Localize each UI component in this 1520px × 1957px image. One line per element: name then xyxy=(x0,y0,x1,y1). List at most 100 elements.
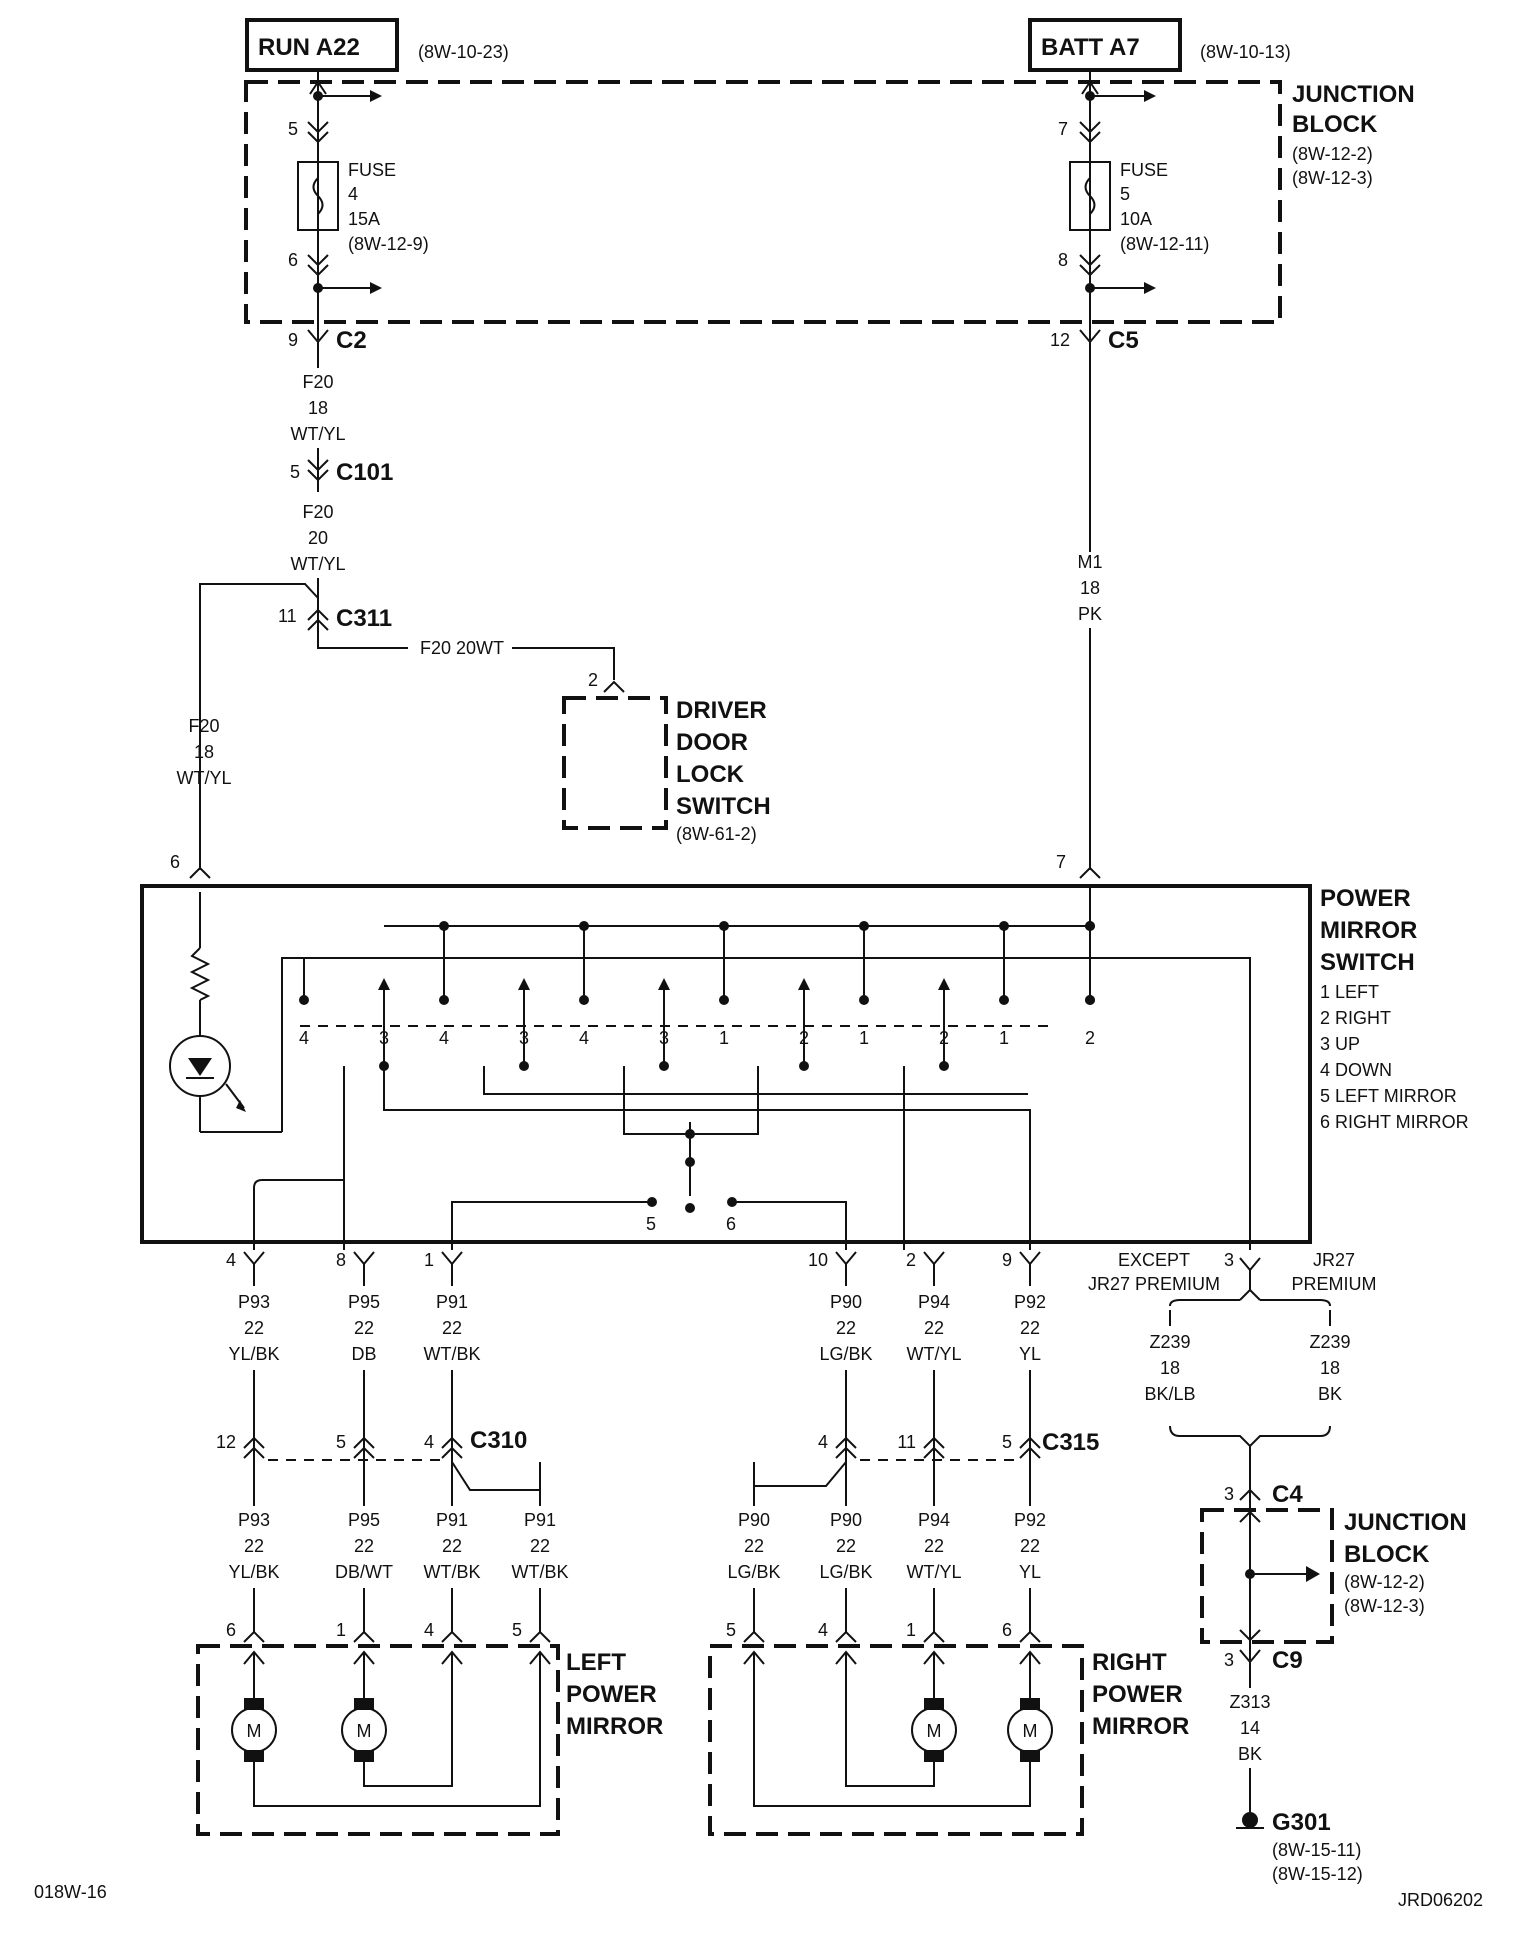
junction-block-top-ref2: (8W-12-3) xyxy=(1292,168,1373,188)
mirror-connector xyxy=(835,1630,857,1643)
selector-label-6: 6 xyxy=(726,1214,736,1234)
batt-a7-ref: (8W-10-13) xyxy=(1200,42,1291,62)
output-pin: 8 xyxy=(336,1250,346,1270)
mirror-wire-label: P95 xyxy=(348,1510,380,1530)
c310-pin-label: 4 xyxy=(424,1432,434,1452)
output-connector xyxy=(353,1251,375,1266)
legend-item: 4 DOWN xyxy=(1320,1060,1392,1080)
door-switch-l3: LOCK xyxy=(676,761,745,788)
left-mirror-l1: LEFT xyxy=(566,1649,626,1676)
output-wire-label: YL/BK xyxy=(228,1344,279,1364)
wire-m1-l3: PK xyxy=(1078,604,1102,624)
motor-label: M xyxy=(247,1721,262,1741)
c9-name: C9 xyxy=(1272,1647,1303,1674)
output-connector xyxy=(243,1251,265,1266)
right-mirror-l1: RIGHT xyxy=(1092,1649,1167,1676)
run-a22-label: RUN A22 xyxy=(258,34,360,61)
output-connector xyxy=(835,1251,857,1266)
contact-label: 4 xyxy=(439,1028,449,1048)
mirror-connector xyxy=(1019,1630,1041,1643)
output-wire-label: 22 xyxy=(836,1318,856,1338)
mirror-connector xyxy=(243,1630,265,1643)
ground-jr2: PREMIUM xyxy=(1292,1274,1377,1294)
contact-label: 2 xyxy=(1085,1028,1095,1048)
output-pin: 1 xyxy=(424,1250,434,1270)
right-mirror-l3: MIRROR xyxy=(1092,1713,1189,1740)
c315-name: C315 xyxy=(1042,1429,1099,1456)
mirror-wire-label: P94 xyxy=(918,1510,950,1530)
wire-f20b-l2: 20 xyxy=(308,528,328,548)
left-mirror-l3: MIRROR xyxy=(566,1713,663,1740)
contact-arrow xyxy=(518,978,530,990)
switch-pin-6: 6 xyxy=(170,852,180,872)
output-pin: 4 xyxy=(226,1250,236,1270)
switch-outputs: 4P9322YL/BK8P9522DB1P9122WT/BK10P9022LG/… xyxy=(226,1066,1046,1498)
ground-except1: EXCEPT xyxy=(1118,1250,1190,1270)
mirror-pin-label: 1 xyxy=(906,1620,916,1640)
driver-door-lock-switch xyxy=(562,696,668,830)
output-connector xyxy=(1019,1251,1041,1266)
mirror-wire-label: P91 xyxy=(524,1510,556,1530)
c101-pin: 5 xyxy=(290,462,300,482)
output-wire-label: 22 xyxy=(244,1318,264,1338)
motor-label: M xyxy=(927,1721,942,1741)
ground-branch-pin: 3 xyxy=(1224,1250,1234,1270)
c5-name: C5 xyxy=(1108,327,1139,354)
output-wire-label: P94 xyxy=(918,1292,950,1312)
junction-block-bottom-title2: BLOCK xyxy=(1344,1541,1430,1568)
c2-name: C2 xyxy=(336,327,367,354)
illumination-lamp xyxy=(169,892,1251,1250)
output-wire-label: YL xyxy=(1019,1344,1041,1364)
output-wire-label: P92 xyxy=(1014,1292,1046,1312)
c4-connector xyxy=(1239,1488,1261,1501)
mirror-wire-label: WT/BK xyxy=(424,1562,481,1582)
mirror-wire-label: P92 xyxy=(1014,1510,1046,1530)
mirror-pin-label: 5 xyxy=(512,1620,522,1640)
fuse-4-l4: (8W-12-9) xyxy=(348,234,429,254)
contact-label: 2 xyxy=(799,1028,809,1048)
output-pin: 9 xyxy=(1002,1250,1012,1270)
wire-z239-right-l1: Z239 xyxy=(1309,1332,1350,1352)
contact-label: 1 xyxy=(719,1028,729,1048)
c101-connector xyxy=(307,459,329,482)
wire-f20a-l2: 18 xyxy=(308,398,328,418)
contact-label: 4 xyxy=(579,1028,589,1048)
mirror-pin-label: 4 xyxy=(818,1620,828,1640)
c310-pin xyxy=(441,1436,463,1459)
wire-z313-l2: 14 xyxy=(1240,1718,1260,1738)
left-mirror-l2: POWER xyxy=(566,1681,657,1708)
right-power-mirror xyxy=(708,1644,1084,1836)
mirror-wire-label: 22 xyxy=(244,1536,264,1556)
contact-label: 1 xyxy=(859,1028,869,1048)
batt-a7-label: BATT A7 xyxy=(1041,34,1140,61)
fuse-5-l1: FUSE xyxy=(1120,160,1168,180)
fuse-5-pin-in: 7 xyxy=(1058,119,1068,139)
wire-z239-left-l1: Z239 xyxy=(1149,1332,1190,1352)
contact-label: 3 xyxy=(659,1028,669,1048)
c311-pin: 11 xyxy=(278,606,297,626)
c310-pin xyxy=(353,1436,375,1459)
wire-f20-door: F20 20WT xyxy=(420,638,504,658)
mirror-connector xyxy=(743,1630,765,1643)
c101-name: C101 xyxy=(336,459,393,486)
left-power-mirror xyxy=(196,1644,560,1836)
junction-block-bottom xyxy=(1200,1508,1334,1644)
mirror-connector xyxy=(923,1630,945,1643)
wire-z313-l1: Z313 xyxy=(1229,1692,1270,1712)
ground-name: G301 xyxy=(1272,1809,1331,1836)
fuse-5-l4: (8W-12-11) xyxy=(1120,234,1209,254)
c310-name: C310 xyxy=(470,1427,527,1454)
output-wire-label: P95 xyxy=(348,1292,380,1312)
contact-label: 3 xyxy=(519,1028,529,1048)
c315-pin xyxy=(835,1436,857,1459)
door-switch-pin: 2 xyxy=(588,670,598,690)
contact-label: 3 xyxy=(379,1028,389,1048)
fuse-4-pin-in: 5 xyxy=(288,119,298,139)
legend-item: 5 LEFT MIRROR xyxy=(1320,1086,1457,1106)
fuse-5-circuit xyxy=(1069,70,1156,340)
door-switch-l1: DRIVER xyxy=(676,697,767,724)
door-switch-ref: (8W-61-2) xyxy=(676,824,757,844)
output-wire-label: 22 xyxy=(442,1318,462,1338)
contact-label: 1 xyxy=(999,1028,1009,1048)
